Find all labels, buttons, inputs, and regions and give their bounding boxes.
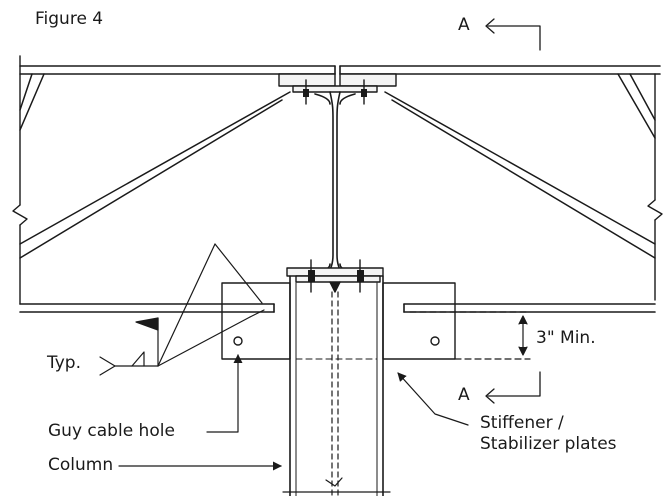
dimension-3in-min bbox=[409, 311, 531, 360]
stiffener-label-line1: Stiffener / bbox=[480, 413, 564, 433]
bottom-chord-left bbox=[19, 303, 275, 313]
guy-cable-hole-label: Guy cable hole bbox=[48, 421, 175, 441]
top-bearing-seats bbox=[278, 73, 397, 87]
section-arrow-icon bbox=[485, 18, 541, 51]
leader-stiffener bbox=[397, 372, 469, 426]
weld-flag-icon bbox=[135, 317, 159, 331]
right-web-members bbox=[384, 73, 656, 259]
stiffener-plate-left bbox=[221, 282, 291, 360]
bottom-bearing-seat bbox=[286, 259, 384, 293]
top-chord bbox=[19, 65, 661, 75]
right-edge-break bbox=[647, 73, 663, 301]
weld-symbol bbox=[99, 243, 265, 376]
stiffener-plate-right bbox=[382, 282, 456, 360]
left-web-members bbox=[19, 73, 291, 259]
column bbox=[282, 275, 391, 496]
top-cap-plate bbox=[292, 79, 378, 105]
section-arrow-icon bbox=[485, 371, 541, 404]
dimension-label: 3" Min. bbox=[536, 328, 596, 348]
section-marker-top: A bbox=[458, 15, 470, 35]
center-i-beam bbox=[314, 91, 356, 277]
leader-guy-cable-hole bbox=[206, 354, 243, 433]
bottom-chord-right bbox=[403, 303, 656, 313]
column-label: Column bbox=[48, 455, 114, 475]
stiffener-label-line2: Stabilizer plates bbox=[480, 434, 617, 454]
stiffener-stabilizer-label: Stiffener / Stabilizer plates bbox=[480, 413, 617, 455]
section-marker-bottom: A bbox=[458, 385, 470, 405]
typ-label: Typ. bbox=[47, 353, 81, 373]
figure-title: Figure 4 bbox=[35, 9, 104, 29]
